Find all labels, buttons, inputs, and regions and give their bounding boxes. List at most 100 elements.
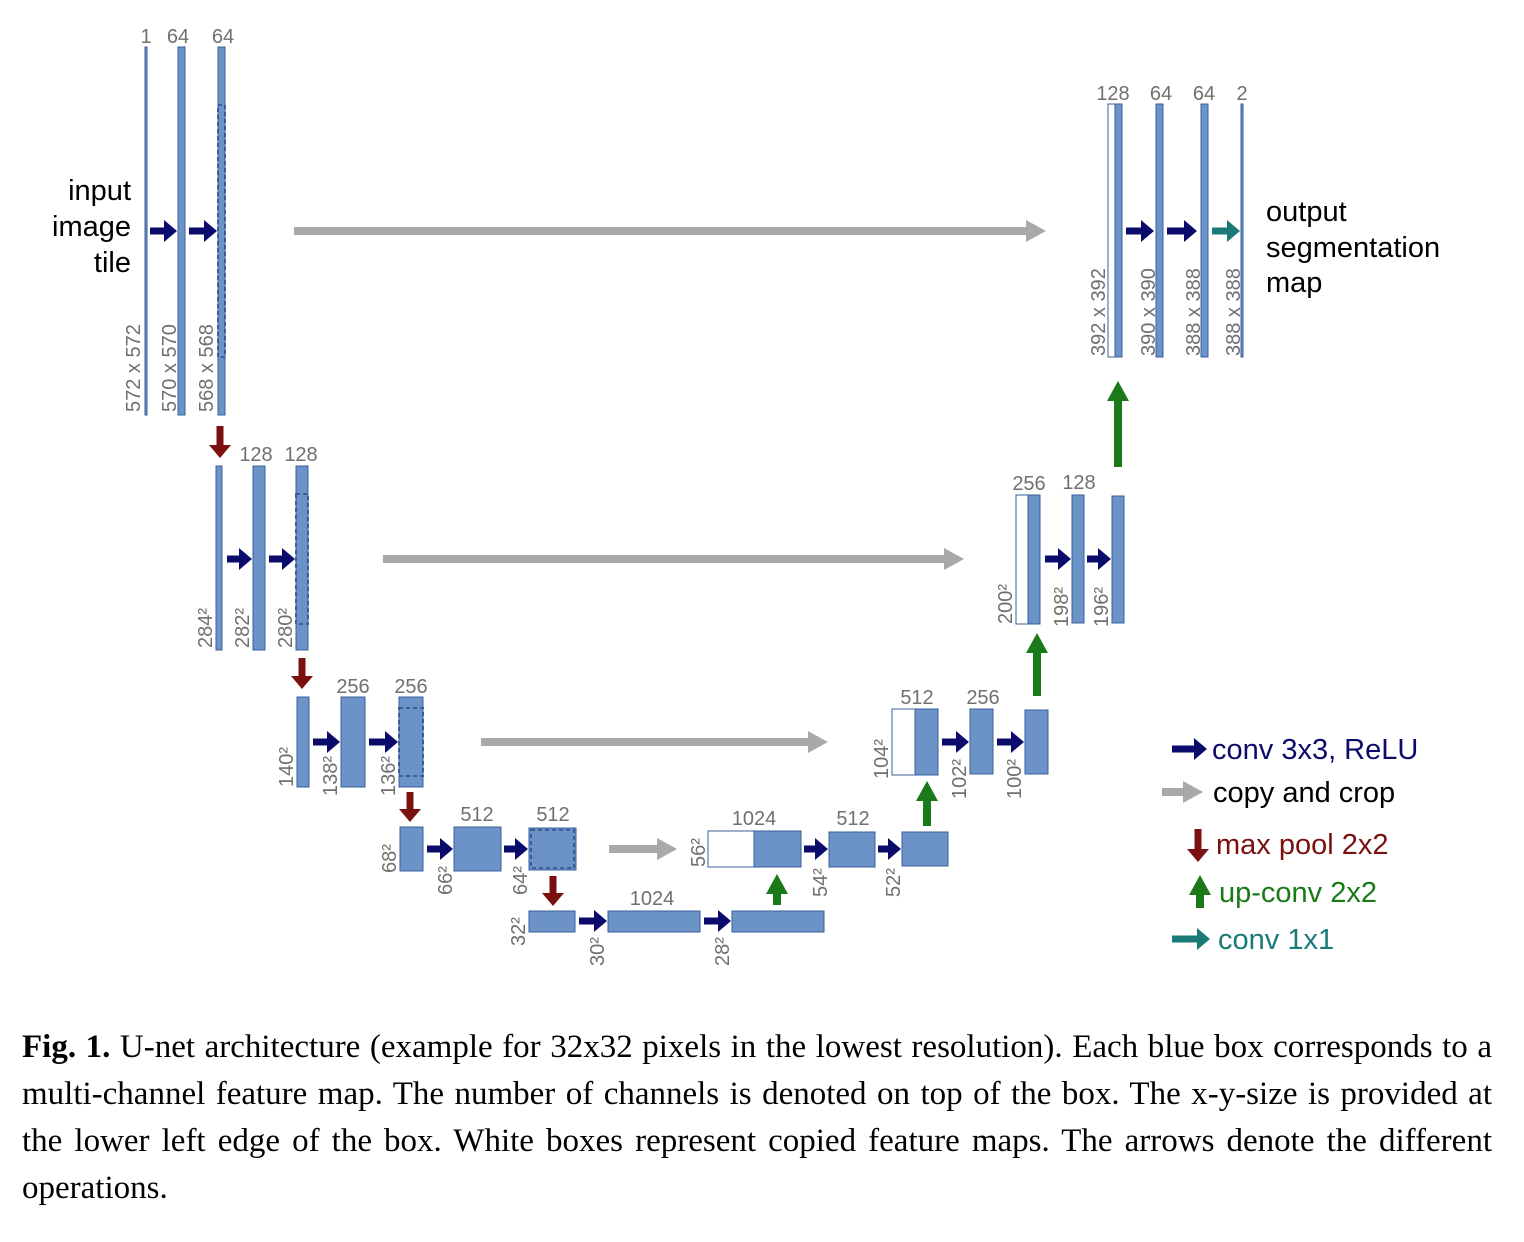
feature-map-e1c	[217, 46, 226, 416]
feature-map-e3b	[340, 696, 366, 788]
size-label-e2b: 282²	[232, 608, 254, 648]
channel-label-e1c: 64	[212, 26, 234, 48]
output-label-line1: output	[1266, 196, 1347, 228]
channel-label-d1c: 64	[1193, 83, 1215, 105]
channel-label-d2b: 128	[1062, 472, 1095, 494]
size-label-d1d: 388 x 388	[1223, 268, 1245, 356]
copied-map-d4	[707, 830, 755, 868]
size-label-e2a: 284²	[195, 608, 217, 648]
feature-map-b2	[607, 910, 701, 933]
crop-region-e3c	[398, 707, 424, 777]
pool-arrow	[542, 876, 564, 906]
size-label-b2: 30²	[587, 937, 609, 966]
feature-map-b1	[528, 910, 576, 933]
size-label-d2b: 198²	[1051, 587, 1073, 627]
size-label-e4b: 66²	[435, 866, 457, 895]
unet-diagram: input image tile 1 64 64 572 x 572 570 x…	[52, 26, 1440, 966]
feature-map-e4c	[528, 827, 577, 871]
feature-map-d4b	[828, 831, 876, 868]
channel-label-d2: 256	[1012, 473, 1045, 495]
arrow-head	[815, 838, 828, 860]
size-label-d2c: 196²	[1091, 587, 1113, 627]
crop-region-e2c	[295, 493, 309, 625]
legend-pool-arrow	[1187, 829, 1209, 862]
channel-label-d3b: 256	[966, 687, 999, 709]
arrow-head	[291, 676, 313, 689]
feature-map-d3c	[1024, 709, 1049, 775]
arrow-head	[1197, 928, 1210, 950]
arrow-head	[515, 838, 528, 860]
feature-map-d1a	[1114, 103, 1123, 358]
feature-map-e4a	[399, 826, 424, 872]
size-label-d3c: 100²	[1004, 759, 1026, 799]
size-label-d4b: 54²	[810, 868, 832, 897]
arrow-head	[956, 731, 969, 753]
arrow-head	[1026, 220, 1046, 242]
arrow-head	[1026, 633, 1048, 653]
size-label-e1b: 570 x 570	[159, 324, 181, 412]
feature-map-d2c	[1111, 495, 1125, 624]
arrow-head	[1184, 220, 1197, 242]
arrow-head	[916, 781, 938, 801]
arrow-head	[1107, 381, 1129, 401]
size-label-e4a: 68²	[379, 844, 401, 873]
feature-map-e1b	[177, 46, 186, 416]
feature-map-d2b	[1071, 494, 1085, 624]
conv1x1-arrow	[1212, 220, 1240, 242]
input-label-line1: input	[68, 175, 131, 207]
arrow-head	[1227, 220, 1240, 242]
upconv-arrow	[916, 781, 938, 826]
size-label-d3b: 102²	[949, 759, 971, 799]
arrow-head	[204, 220, 217, 242]
arrow-head	[944, 548, 964, 570]
feature-map-d3b	[969, 708, 994, 775]
size-label-d2: 200²	[995, 584, 1017, 624]
caption-text: U-net architecture (example for 32x32 pi…	[22, 1029, 1492, 1206]
legend-upconv-arrow	[1189, 875, 1211, 908]
feature-map-e2a	[215, 465, 223, 651]
arrow-head	[385, 731, 398, 753]
channel-label-e2c: 128	[284, 444, 317, 466]
feature-map-d1c	[1200, 103, 1209, 358]
feature-map-b3	[731, 910, 825, 933]
channel-label-e3c: 256	[394, 676, 427, 698]
channel-label-e4b: 512	[460, 804, 493, 826]
arrow-head	[1058, 548, 1071, 570]
feature-map-d1b	[1155, 103, 1164, 358]
conv-arrow	[1126, 220, 1154, 242]
upconv-arrow	[1026, 633, 1048, 696]
conv-arrow	[313, 731, 340, 753]
conv-arrow	[942, 731, 969, 753]
arrow-head	[594, 910, 607, 932]
arrow-head	[164, 220, 177, 242]
size-label-b3: 28²	[712, 937, 734, 966]
legend-conv-label: conv 3x3, ReLU	[1212, 734, 1418, 766]
feature-map-d4a	[753, 830, 802, 868]
arrow-head	[766, 874, 788, 894]
size-label-d4c: 52²	[883, 868, 905, 897]
feature-map-d2a	[1027, 494, 1041, 625]
size-label-e3a: 140²	[276, 747, 298, 787]
input-label-line2: image	[52, 211, 131, 243]
copy-arrow	[294, 220, 1046, 242]
size-label-e3b: 138²	[320, 756, 342, 796]
crop-region-e1c	[217, 104, 226, 358]
arrow-head	[209, 445, 231, 458]
channel-label-e1b: 64	[167, 26, 189, 48]
arrow-head	[440, 838, 453, 860]
arrow-head	[1098, 548, 1111, 570]
arrow-head	[542, 893, 564, 906]
conv-arrow	[504, 838, 528, 860]
conv-arrow	[1087, 548, 1111, 570]
feature-map-d3a	[914, 708, 939, 776]
size-label-e1c: 568 x 568	[196, 324, 218, 412]
channel-label-d4b: 512	[836, 808, 869, 830]
upconv-arrow	[766, 874, 788, 905]
legend-conv-arrow	[1172, 738, 1207, 760]
conv-arrow	[369, 731, 398, 753]
size-label-d1b: 390 x 390	[1138, 268, 1160, 356]
arrow-head	[1189, 875, 1211, 895]
size-label-e3c: 136²	[378, 756, 400, 796]
size-label-d1c: 388 x 388	[1183, 268, 1205, 356]
channel-label-e2b: 128	[239, 444, 272, 466]
